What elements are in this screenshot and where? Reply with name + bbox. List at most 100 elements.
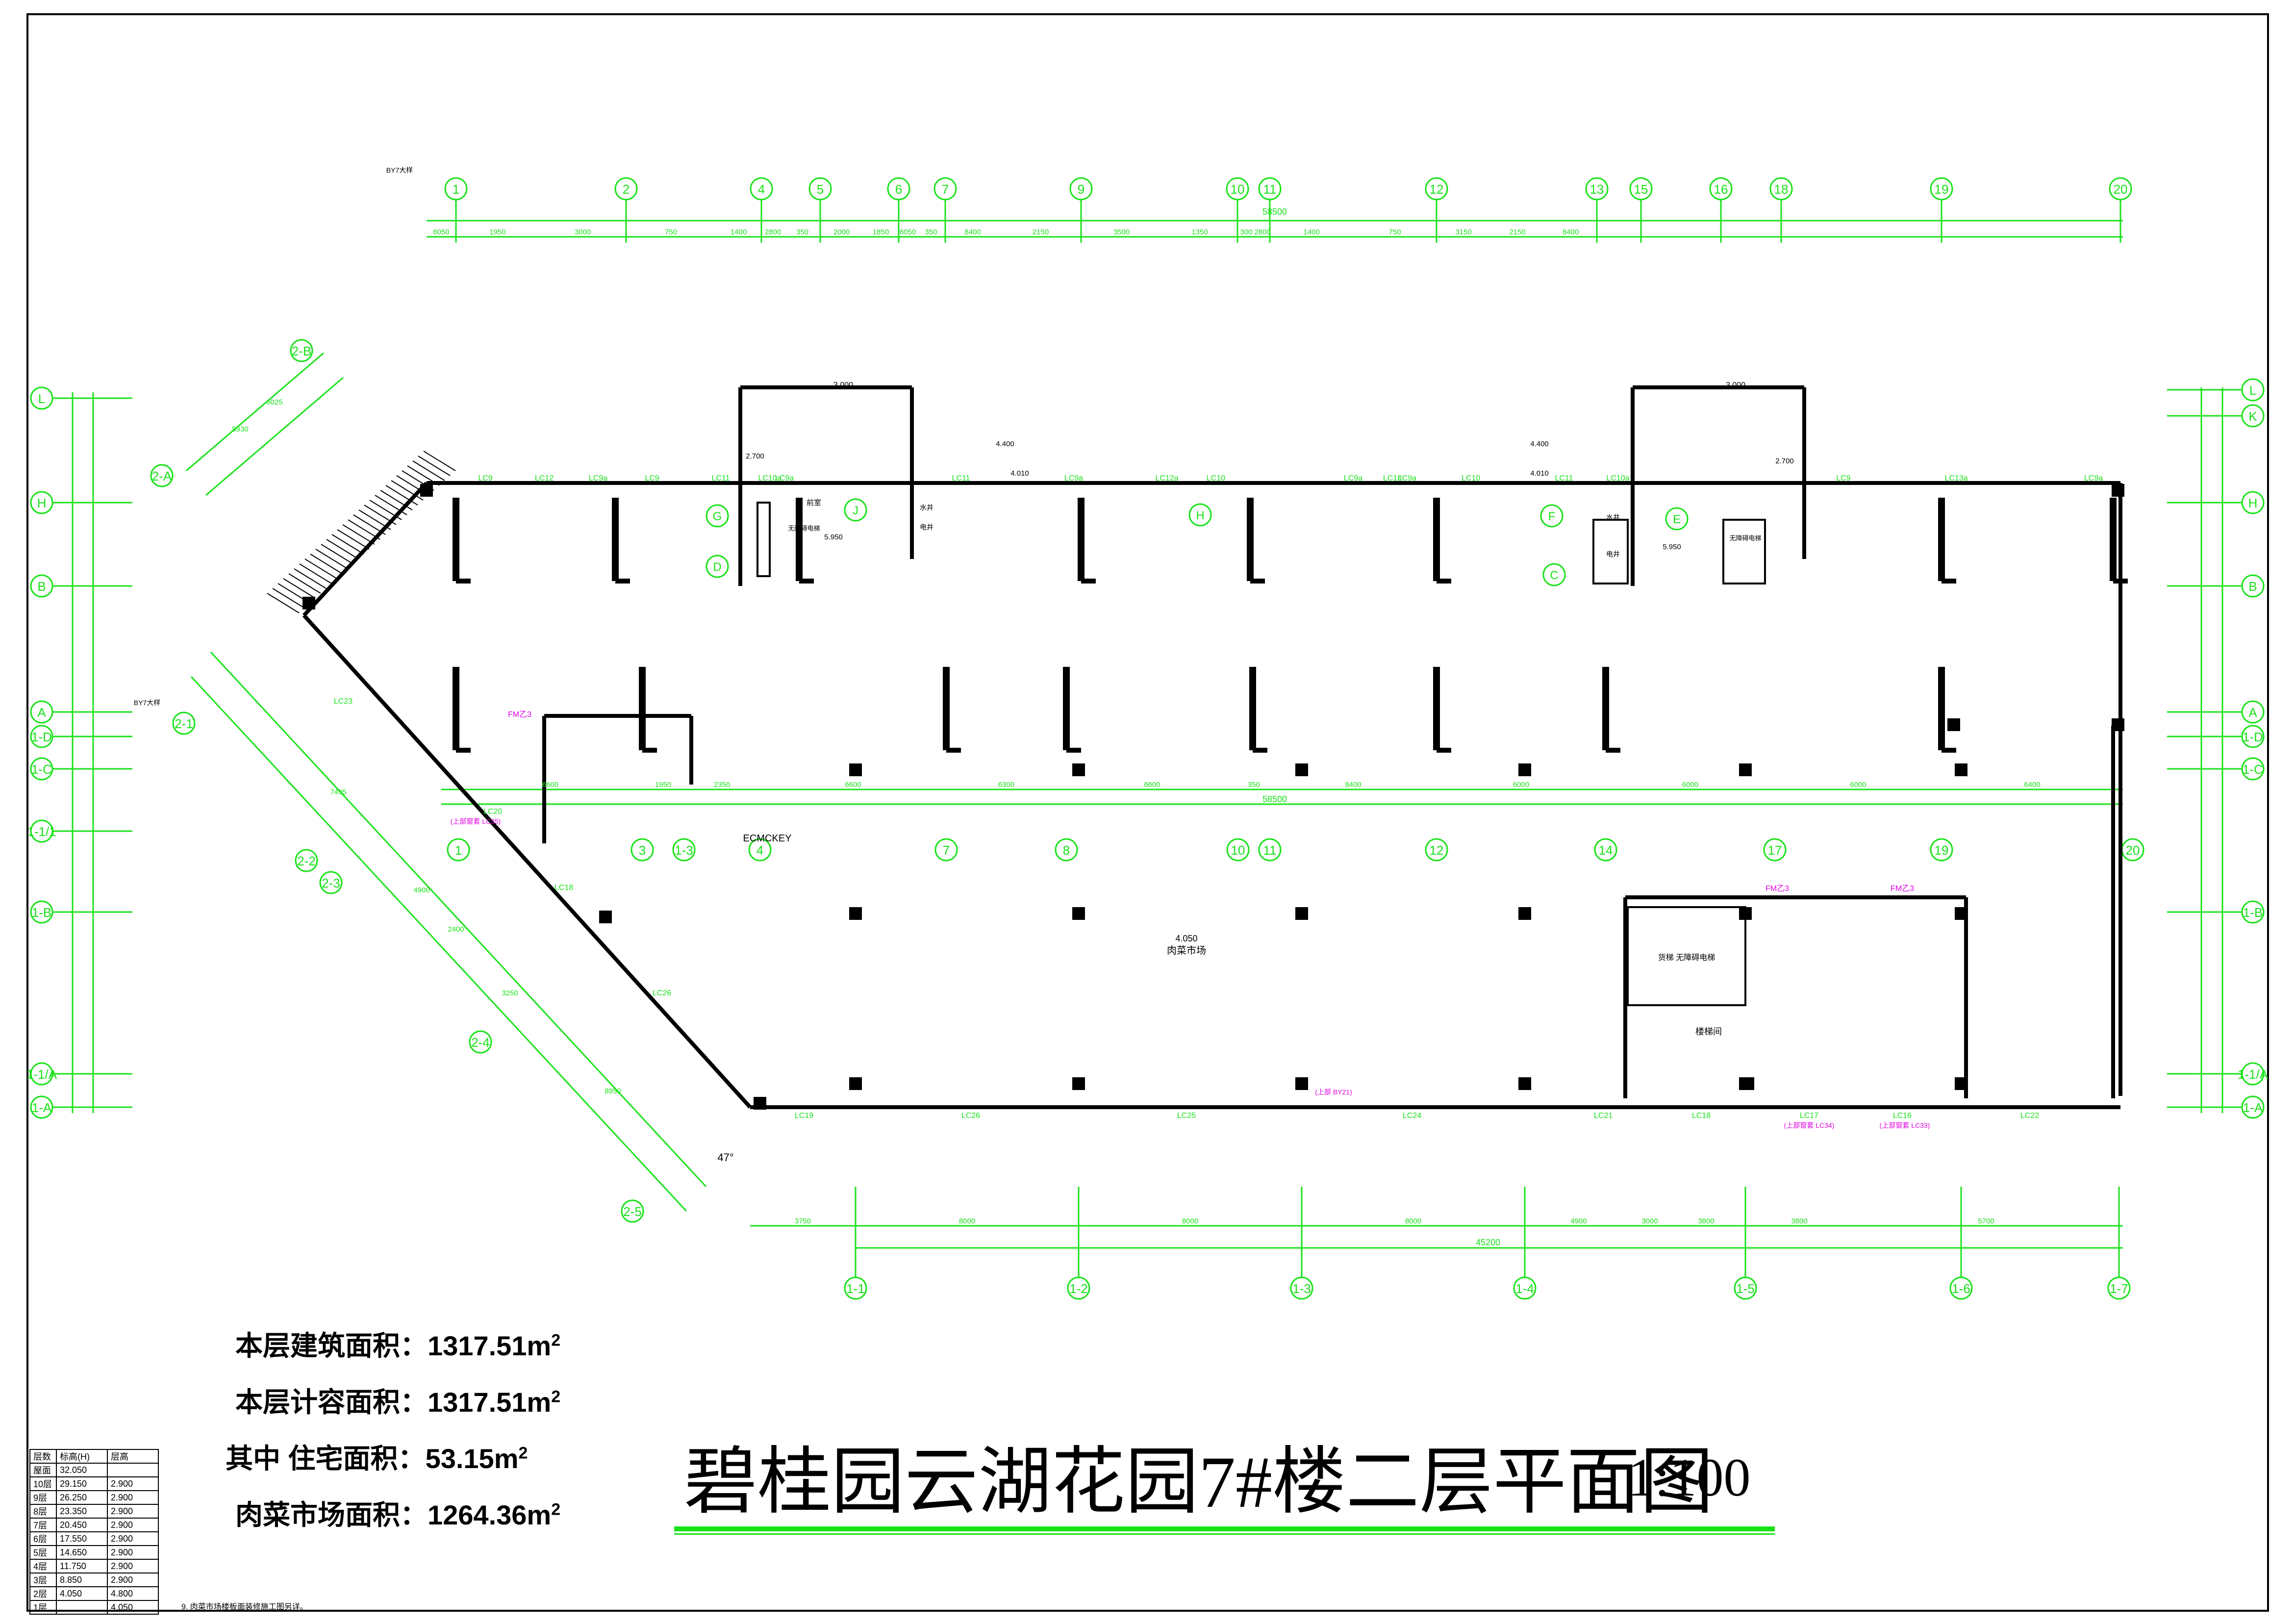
- window-bottom-label: LC26: [961, 1112, 980, 1120]
- axis-diag-2-B-label: 2-B: [292, 344, 311, 358]
- column: [849, 907, 862, 920]
- top-dim: 2000: [833, 228, 850, 236]
- top-dim: 350: [925, 228, 937, 236]
- axis-right-K-label: K: [2248, 409, 2257, 424]
- market-area-label: 肉菜市场面积：: [235, 1499, 428, 1530]
- residential-area-label: 其中 住宅面积：: [226, 1443, 426, 1474]
- detail-bubble: [706, 555, 729, 578]
- axis-mid-11-label: 11: [1263, 843, 1277, 858]
- top-dim: 3150: [1455, 228, 1471, 236]
- bottom-dim: 3800: [1698, 1217, 1714, 1225]
- column: [1295, 763, 1308, 776]
- window-diag-label: LC23: [334, 697, 353, 706]
- detail-bubble: [1665, 507, 1689, 531]
- bottom-dim: 5700: [1978, 1217, 1994, 1225]
- top-dim: 6050: [433, 228, 449, 236]
- axis-top-4-label: 4: [758, 182, 765, 197]
- title-underline-thin: [674, 1533, 1775, 1535]
- mid-dim: 2350: [714, 781, 730, 789]
- elevation-tag: 2.700: [746, 452, 764, 460]
- drawing-frame: [26, 13, 2269, 1612]
- axis-mid-7-bubble: [934, 838, 958, 862]
- mid-dim: 6600: [845, 781, 861, 789]
- elevator-label: 无障碍电梯: [788, 525, 820, 532]
- column: [420, 484, 433, 497]
- axis-diag-2-5-label: 2-5: [623, 1204, 642, 1219]
- wall-segment: [303, 614, 752, 1109]
- market-area-line: 肉菜市场面积：1264.36m2: [235, 1499, 561, 1530]
- axis-top-13-label: 13: [1590, 182, 1604, 197]
- hatch: [412, 460, 445, 481]
- column: [303, 597, 315, 609]
- top-dim: 3000: [575, 228, 591, 236]
- hatch: [364, 505, 397, 525]
- detail-letter: C: [1550, 569, 1558, 582]
- detail-letter: H: [1196, 509, 1204, 522]
- detail-bubble: [844, 498, 867, 522]
- diag-dim: 5930: [232, 425, 248, 433]
- mid-dim: 6300: [998, 781, 1014, 789]
- window-bottom-label: LC16: [1893, 1112, 1912, 1120]
- hatch: [267, 593, 300, 613]
- axis-top-15-label: 15: [1634, 182, 1648, 197]
- axis-mid-1-3-label: 1-3: [675, 843, 693, 858]
- axis-diag-2-1-bubble: [172, 711, 196, 735]
- axis-left-H-label: H: [37, 496, 47, 510]
- bottom-dim: 3800: [1791, 1217, 1807, 1225]
- axis-diag-2-2-bubble: [295, 849, 318, 872]
- capacity-area-value: 1317.51m: [428, 1387, 552, 1418]
- top-dim: 750: [665, 228, 677, 236]
- core-box: [1592, 519, 1629, 584]
- hatch: [418, 456, 451, 476]
- axis-top-1-label: 1: [453, 182, 459, 197]
- axis-mid-10-bubble: [1226, 838, 1250, 862]
- window-top-label: LC11: [952, 474, 970, 482]
- axis-left-1-C-label: 1-C: [31, 762, 52, 777]
- axis-mid-4-label: 4: [757, 843, 763, 858]
- axis-mid-7-label: 7: [943, 843, 950, 858]
- leader-label: BY7大样: [134, 699, 160, 707]
- top-dim: 2800: [765, 228, 781, 236]
- diag-dim: 8950: [605, 1087, 621, 1095]
- window-top-label: LC12: [535, 474, 554, 482]
- window-top-label: LC13: [1383, 474, 1402, 482]
- bottom-dim: 8000: [1405, 1217, 1421, 1225]
- axis-diag-2-2-label: 2-2: [297, 854, 316, 868]
- eye-label: ECMCKEY: [743, 833, 792, 844]
- axis-left-L-label: L: [38, 391, 45, 406]
- capacity-area-line: 本层计容面积：1317.51m2: [235, 1387, 561, 1418]
- drawing-title: 碧桂园云湖花园7#楼二层平面图: [684, 1442, 1714, 1523]
- hatch: [385, 485, 418, 506]
- top-dim: 1850: [873, 228, 889, 236]
- axis-top-11-label: 11: [1263, 182, 1277, 197]
- axis-bottom-1-1-label: 1-1: [846, 1281, 865, 1296]
- column: [1295, 1077, 1308, 1090]
- top-dim: 1400: [1303, 228, 1319, 236]
- window-top-label: LC9a: [1398, 474, 1416, 482]
- axis-top-16-label: 16: [1714, 182, 1728, 197]
- axis-mid-8-label: 8: [1063, 843, 1070, 858]
- stair-hall-label: 楼梯间: [1695, 1027, 1722, 1037]
- walls: [267, 385, 2128, 1109]
- mid-dim: 6400: [2024, 781, 2040, 789]
- columns: [303, 484, 2124, 1110]
- window-top-label: LC11: [711, 474, 730, 482]
- elevation-tag: 2.700: [1775, 457, 1794, 465]
- elec-well-label: 电井: [920, 523, 933, 531]
- elevator-label: 无障碍电梯: [1729, 534, 1761, 542]
- hatch: [310, 554, 343, 574]
- axis-bottom-1-5-label: 1-5: [1736, 1281, 1755, 1296]
- stair-elevation: 3.000: [1726, 381, 1745, 389]
- hall-label: 前室: [807, 499, 821, 507]
- axis-bottom-1-7-label: 1-7: [2110, 1281, 2128, 1296]
- axis-diag-2-5-bubble: [621, 1199, 644, 1223]
- top-dim: 2800: [1254, 228, 1270, 236]
- column: [1739, 763, 1752, 776]
- axis-left-B-label: B: [37, 579, 46, 594]
- window-bottom-label: LC21: [1594, 1112, 1613, 1120]
- detail-letter: E: [1673, 513, 1681, 526]
